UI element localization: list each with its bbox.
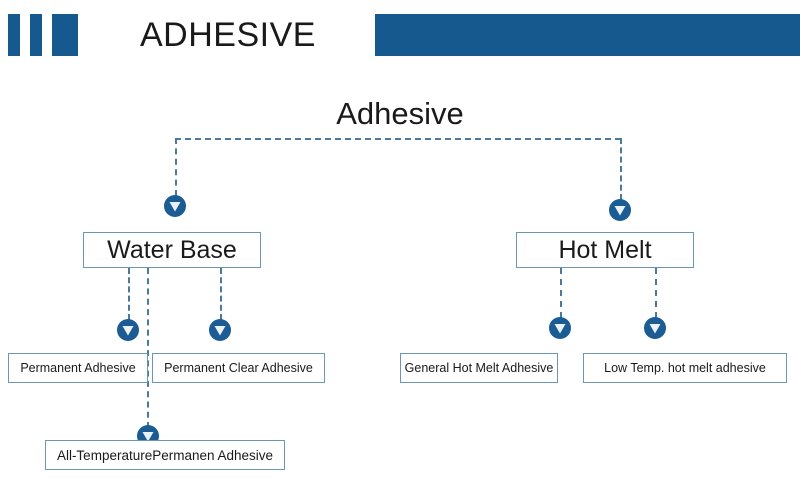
node-low-temp-hot-melt-adhesive[interactable]: Low Temp. hot melt adhesive — [583, 353, 787, 383]
arrow-down-circle-icon — [209, 319, 231, 341]
arrow-down-circle-icon — [644, 317, 666, 339]
node-permanent-clear-adhesive[interactable]: Permanent Clear Adhesive — [152, 353, 325, 383]
header-accent-bar-1 — [8, 14, 20, 56]
connector-water-base-to-permanent-adhesive — [128, 268, 130, 320]
node-permanent-adhesive[interactable]: Permanent Adhesive — [8, 353, 148, 383]
connector-root-horizontal — [175, 138, 621, 140]
page-title: ADHESIVE — [140, 16, 316, 54]
header-banner-bar — [375, 14, 800, 56]
arrow-down-circle-icon — [549, 317, 571, 339]
node-general-hot-melt-adhesive[interactable]: General Hot Melt Adhesive — [400, 353, 558, 383]
arrow-down-circle-icon — [609, 199, 631, 221]
header-accent-bar-3 — [52, 14, 78, 56]
header-accent-bar-2 — [30, 14, 42, 56]
connector-water-base-to-permanent-clear-adhesive — [220, 268, 222, 320]
diagram-root-label: Adhesive — [336, 96, 464, 131]
connector-root-to-hot-melt — [620, 138, 622, 200]
connector-root-to-water-base — [175, 138, 177, 196]
arrow-down-circle-icon — [117, 319, 139, 341]
node-water-base[interactable]: Water Base — [83, 232, 261, 268]
node-all-temperature-permanent-adhesive[interactable]: All-TemperaturePermanen Adhesive — [45, 440, 285, 470]
connector-hot-melt-to-low-temp-hot-melt — [655, 268, 657, 318]
arrow-down-circle-icon — [164, 195, 186, 217]
connector-hot-melt-to-general-hot-melt — [560, 268, 562, 318]
node-hot-melt[interactable]: Hot Melt — [516, 232, 694, 268]
connector-water-base-to-all-temperature — [147, 268, 149, 428]
